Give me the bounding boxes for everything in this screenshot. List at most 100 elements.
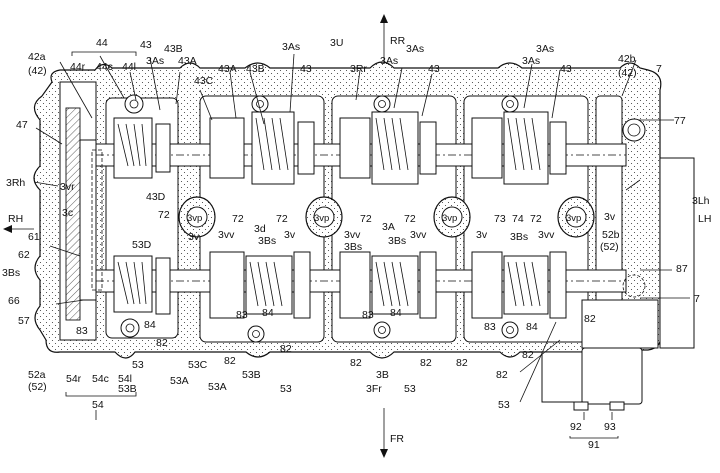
label-54l: 54l — [118, 373, 132, 385]
label-43-d: 43 — [560, 63, 572, 75]
label-82-i: 82 — [522, 349, 534, 361]
label-92: 92 — [570, 421, 582, 433]
direction-fr-label: FR — [390, 433, 404, 445]
label-66: 66 — [8, 295, 20, 307]
label-3As-f: 3As — [536, 43, 554, 55]
label-82-g: 82 — [456, 357, 468, 369]
rocker-unit-upper-3 — [339, 111, 437, 185]
direction-lh-label: LH — [698, 213, 711, 225]
label-42b: 42b — [618, 53, 636, 65]
label-3Rr: 3Rr — [350, 63, 367, 75]
label-52a: 52a — [28, 369, 46, 381]
label-61: 61 — [28, 231, 40, 243]
label-42a: 42a — [28, 51, 46, 63]
label-3d: 3d — [254, 223, 266, 235]
label-54: 54 — [92, 399, 104, 411]
label-82-h: 82 — [496, 369, 508, 381]
label-42-right: (42) — [618, 67, 637, 79]
label-82-a: 82 — [584, 313, 596, 325]
label-3Bs-b: 3Bs — [344, 241, 362, 253]
label-3vv-d: 3vv — [538, 229, 555, 241]
label-82-d: 82 — [280, 343, 292, 355]
label-87: 87 — [676, 263, 688, 275]
rocker-unit-lower-3 — [339, 251, 437, 319]
label-74: 74 — [512, 213, 524, 225]
label-3v-b: 3v — [188, 231, 200, 243]
label-91: 91 — [588, 439, 600, 451]
rocker-unit-lower-2 — [209, 251, 311, 319]
label-43B-a: 43B — [164, 43, 183, 55]
label-83-d: 83 — [484, 321, 496, 333]
cam-sprocket — [65, 107, 103, 321]
label-3Bs-e: 3Bs — [2, 267, 20, 279]
label-42-left: (42) — [28, 65, 47, 77]
label-3v-a: 3v — [604, 211, 616, 223]
label-83-b: 83 — [236, 309, 248, 321]
label-52-left: (52) — [28, 381, 47, 393]
label-3As-e: 3As — [522, 55, 540, 67]
label-53D: 53D — [132, 239, 152, 251]
rocker-unit-upper-4 — [471, 111, 567, 185]
label-83-a: 83 — [76, 325, 88, 337]
label-3vp-d: 3vp — [566, 213, 581, 224]
label-3vv-b: 3vv — [344, 229, 361, 241]
label-53B-b: 53B — [118, 383, 137, 395]
label-77: 77 — [674, 115, 686, 127]
label-3vp-a: 3vp — [187, 213, 202, 224]
label-43C: 43C — [194, 75, 214, 87]
rocker-unit-upper-2 — [209, 111, 315, 185]
label-43A-a: 43A — [178, 55, 197, 67]
label-3B: 3B — [376, 369, 389, 381]
label-43-a: 43 — [140, 39, 152, 51]
label-83-c: 83 — [362, 309, 374, 321]
label-43B-b: 43B — [246, 63, 265, 75]
label-82-b: 82 — [156, 337, 168, 349]
label-84-d: 84 — [526, 321, 538, 333]
label-3vv-a: 3vv — [218, 229, 235, 241]
label-82-f: 82 — [420, 357, 432, 369]
label-52b: 52b — [602, 229, 620, 241]
label-3A: 3A — [382, 221, 395, 233]
label-3Bs-c: 3Bs — [388, 235, 406, 247]
label-54c: 54c — [92, 373, 109, 385]
label-43A-b: 43A — [218, 63, 237, 75]
label-54r: 54r — [66, 373, 82, 385]
label-53-c: 53 — [404, 383, 416, 395]
label-72-f: 72 — [530, 213, 542, 225]
valve-rocker-units — [113, 111, 567, 319]
label-72-d: 72 — [360, 213, 372, 225]
label-84-b: 84 — [262, 307, 274, 319]
label-72-c: 72 — [276, 213, 288, 225]
label-53C: 53C — [188, 359, 208, 371]
label-82-c: 82 — [224, 355, 236, 367]
label-3c: 3c — [62, 207, 73, 219]
label-3vp-c: 3vp — [442, 213, 457, 224]
rocker-unit-lower-1 — [113, 255, 171, 315]
label-53-b: 53 — [280, 383, 292, 395]
label-3As-a: 3As — [146, 55, 164, 67]
label-84-c: 84 — [390, 307, 402, 319]
label-44: 44 — [96, 37, 108, 49]
label-44r: 44r — [70, 61, 86, 73]
rocker-unit-upper-1 — [113, 117, 171, 179]
label-43-c: 43 — [428, 63, 440, 75]
label-72-a: 72 — [158, 209, 170, 221]
label-53-d: 53 — [498, 399, 510, 411]
plug-bores — [178, 196, 595, 238]
direction-rr-label: RR — [390, 35, 406, 47]
label-3Fr: 3Fr — [366, 383, 382, 395]
rocker-unit-lower-4 — [471, 251, 567, 319]
label-53B-a: 53B — [242, 369, 261, 381]
label-3vp-b: 3vp — [314, 213, 329, 224]
label-3As-c: 3As — [380, 55, 398, 67]
group-brackets — [65, 51, 619, 439]
bolt-bosses — [120, 94, 646, 343]
label-62: 62 — [18, 249, 30, 261]
label-3Bs-a: 3Bs — [258, 235, 276, 247]
label-84-a: 84 — [144, 319, 156, 331]
label-3v-d: 3v — [476, 229, 488, 241]
label-57: 57 — [18, 315, 30, 327]
label-3As-d: 3As — [406, 43, 424, 55]
label-53-a: 53 — [132, 359, 144, 371]
